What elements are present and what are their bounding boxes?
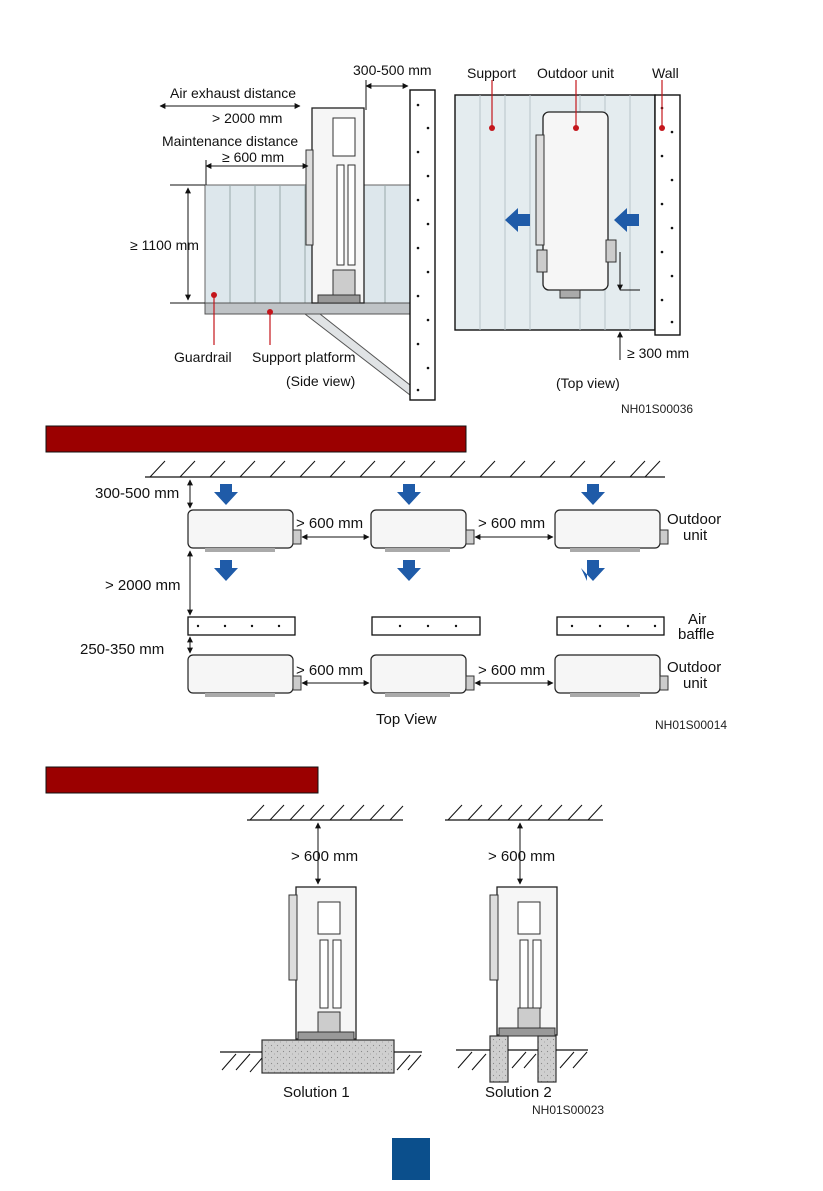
unit-gap-label-4: > 600 mm	[478, 662, 545, 679]
figure-code-2: NH01S00014	[655, 718, 727, 732]
airflow-arrows-down	[214, 484, 605, 581]
row-gap-label: > 2000 mm	[105, 577, 180, 594]
solution-1-label: Solution 1	[283, 1084, 350, 1101]
airflow-arrow-right	[614, 208, 639, 232]
outdoor-unit-row2-line1: Outdoor	[667, 659, 721, 676]
guardrail-label: Guardrail	[174, 349, 232, 365]
top-gap-label: 300-500 mm	[95, 485, 179, 502]
figure-code-1: NH01S00036	[621, 402, 693, 416]
figure-code-3: NH01S00023	[532, 1103, 604, 1117]
outdoor-unit-row1-line1: Outdoor	[667, 511, 721, 528]
unit-row-2	[187, 654, 669, 697]
height-label: ≥ 1100 mm	[130, 237, 199, 253]
unit-gap-label-2: > 600 mm	[478, 515, 545, 532]
wall-top	[654, 94, 681, 336]
baffle-gap-label: 250-350 mm	[80, 641, 164, 658]
wall-dots	[416, 103, 430, 392]
air-exhaust-label: Air exhaust distance	[170, 85, 296, 101]
top-view-multi-caption: Top View	[376, 711, 437, 728]
multi-unit-top-view: 300-500 mm > 2000 mm 250-350 mm > 600 mm…	[80, 460, 727, 732]
solution-2-label: Solution 2	[485, 1084, 552, 1101]
concrete-base	[261, 1039, 395, 1074]
solutions-figure: > 600 mm > 600 mm Solution 1 Solution 2 …	[220, 804, 604, 1117]
section-banner-1	[45, 425, 467, 453]
top-view-caption: (Top view)	[556, 375, 620, 391]
solution-gap-label-1: > 600 mm	[291, 848, 358, 865]
support-platform	[204, 302, 411, 315]
page-number-badge	[392, 1138, 430, 1180]
air-baffle-line2: baffle	[678, 626, 714, 643]
outdoor-unit-row2-line2: unit	[683, 675, 708, 692]
wall-label: Wall	[652, 65, 679, 81]
side-view-figure: Air exhaust distance > 2000 mm Maintenan…	[130, 62, 436, 401]
maintenance-value: ≥ 600 mm	[222, 149, 284, 165]
unit-gap-label-3: > 600 mm	[296, 662, 363, 679]
solution-gap-label-2: > 600 mm	[488, 848, 555, 865]
air-exhaust-value: > 2000 mm	[212, 110, 282, 126]
outdoor-unit-label: Outdoor unit	[537, 65, 614, 81]
outdoor-unit-top	[535, 111, 617, 299]
maintenance-label: Maintenance distance	[162, 133, 298, 149]
top-view-small-figure: Support Outdoor unit Wall ≥ 300 mm (Top …	[454, 65, 693, 416]
air-baffles	[187, 616, 665, 636]
air-baffle-line1: Air	[688, 611, 706, 628]
support-platform-label: Support platform	[252, 349, 356, 365]
section-banner-2	[45, 766, 319, 794]
unit-row-1	[187, 509, 669, 552]
pier-right	[537, 1035, 557, 1083]
ceiling-hatch	[149, 460, 661, 478]
outdoor-unit-solution-2	[489, 886, 558, 1037]
pier-left	[489, 1035, 509, 1083]
side-view-caption: (Side view)	[286, 373, 355, 389]
outdoor-unit-row1-line2: unit	[683, 527, 708, 544]
wall-gap-label: 300-500 mm	[353, 62, 432, 78]
unit-gap-label-1: > 600 mm	[296, 515, 363, 532]
clearance-label: ≥ 300 mm	[627, 345, 689, 361]
outdoor-unit-side	[305, 107, 365, 304]
airflow-arrow-left	[505, 208, 530, 232]
support-label: Support	[467, 65, 516, 81]
outdoor-unit-solution-1	[288, 886, 357, 1041]
wall-side	[409, 89, 436, 401]
